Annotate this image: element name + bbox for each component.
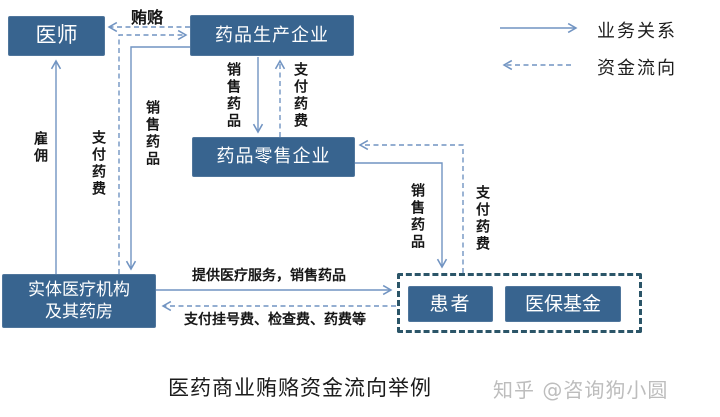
- edge-label-pay-drug-fee-patient: 支付药费: [474, 185, 490, 253]
- node-physician: 医师: [8, 16, 105, 56]
- node-patient-label: 患者: [429, 292, 472, 315]
- node-drug-manufacturer-label: 药品生产企业: [215, 24, 329, 46]
- node-drug-retailer: 药品零售企业: [192, 137, 355, 177]
- legend-fund-flow-label: 资金流向: [597, 58, 677, 79]
- node-medical-institution: 实体医疗机构 及其药房: [2, 274, 156, 328]
- edge-label-pay-drug-fee-institution: 支付药费: [90, 130, 106, 198]
- node-physician-label: 医师: [35, 23, 78, 48]
- node-medical-institution-label-line2: 及其药房: [45, 302, 113, 322]
- node-patient: 患者: [408, 286, 493, 322]
- payer-group-container: [397, 273, 642, 333]
- diagram-title: 医药商业贿赂资金流向举例: [168, 376, 432, 400]
- edge-label-bribe: 贿赂: [131, 8, 164, 27]
- edge-label-employ: 雇佣: [32, 131, 48, 165]
- edge-label-sell-drugs-to-retailer: 销售药品: [225, 62, 241, 130]
- node-drug-manufacturer: 药品生产企业: [190, 15, 354, 56]
- edge-label-provide-service: 提供医疗服务，销售药品: [192, 268, 346, 284]
- edge-label-pay-fees: 支付挂号费、检查费、药费等: [184, 312, 366, 328]
- node-insurance-fund: 医保基金: [505, 286, 621, 322]
- edge-retailer-sells-patient-line: [355, 162, 448, 269]
- edge-label-sell-drugs-to-patient: 销售药品: [409, 183, 425, 251]
- edge-patient-pays-retailer-line: [358, 139, 464, 273]
- edge-label-sell-drugs-to-institution: 销售药品: [144, 100, 160, 168]
- edge-institution-pays-manufacturer-line: [118, 29, 188, 274]
- legend-business-relation-label: 业务关系: [597, 21, 677, 42]
- node-drug-retailer-label: 药品零售企业: [216, 146, 331, 168]
- edge-manufacturer-sells-institution-line: [125, 46, 190, 271]
- edge-label-pay-drug-fee-retailer: 支付药费: [292, 62, 308, 130]
- node-medical-institution-label-line1: 实体医疗机构: [28, 279, 130, 300]
- watermark: 知乎 @咨询狗小圆: [493, 378, 669, 402]
- node-insurance-fund-label: 医保基金: [524, 292, 601, 315]
